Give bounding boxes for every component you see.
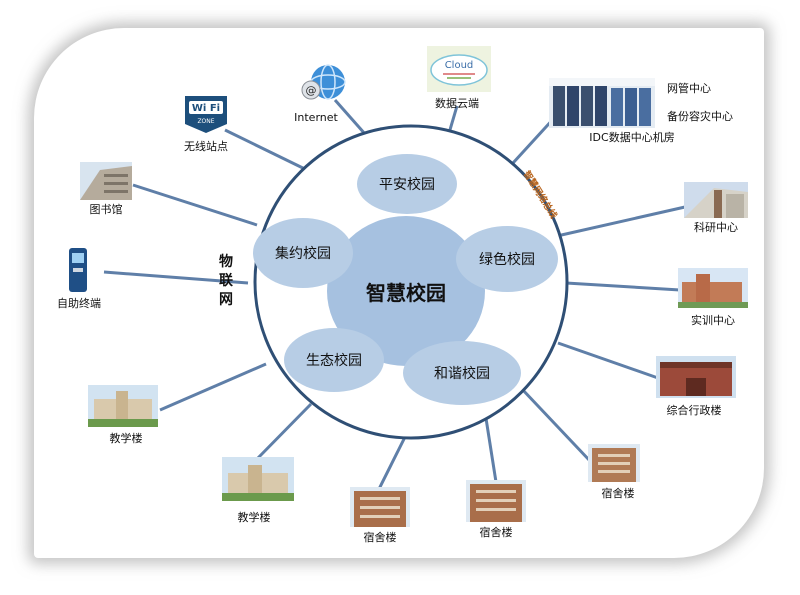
petal-label: 集约校园 [275, 246, 331, 262]
petal-green: 绿色校园 [456, 226, 558, 292]
spoke-admin [557, 341, 659, 380]
svg-text:@: @ [306, 84, 317, 97]
admin-label: 综合行政楼 [666, 404, 722, 417]
library-building-image [80, 162, 132, 200]
dorm-3-image [350, 487, 410, 527]
petal-label: 平安校园 [379, 177, 435, 193]
cloud-label: 数据云端 [435, 97, 479, 110]
backup-center-label: 备份容灾中心 [667, 110, 733, 123]
spoke-dorm-1 [519, 386, 593, 464]
terminal-label: 自助终端 [57, 297, 101, 310]
research-label: 科研中心 [694, 221, 738, 234]
internet-globe-icon: @ [298, 60, 348, 106]
petal-intensive: 集约校园 [253, 218, 353, 288]
research-building-image [684, 182, 748, 218]
dorm-2-label: 宿舍楼 [479, 526, 513, 539]
wifi-label: 无线站点 [184, 140, 228, 153]
teaching-2-image [222, 457, 294, 501]
spoke-teaching-1 [159, 362, 267, 412]
wifi-zone-icon: Wi Fi ZONE [183, 94, 229, 134]
cloud-logo-text: Cloud [445, 60, 474, 71]
library-label: 图书馆 [89, 203, 123, 216]
spoke-training [565, 281, 681, 292]
network-center-label: 网管中心 [667, 82, 711, 95]
center-label: 智慧校园 [366, 280, 446, 305]
internet-label: Internet [294, 111, 338, 124]
dorm-3-label: 宿舍楼 [363, 531, 397, 544]
spoke-idc [511, 114, 558, 165]
petal-label: 绿色校园 [479, 252, 535, 268]
petal-label: 和谐校园 [434, 366, 490, 382]
petal-safe: 平安校园 [357, 154, 457, 214]
svg-text:Wi Fi: Wi Fi [192, 103, 220, 114]
teaching-1-image [88, 385, 158, 427]
spoke-terminal [103, 270, 249, 285]
spoke-wifi [224, 128, 310, 173]
dorm-2-image [466, 480, 526, 522]
teaching-1-label: 教学楼 [109, 432, 143, 445]
petal-eco: 生态校园 [284, 328, 384, 392]
teaching-2-label: 教学楼 [237, 511, 271, 524]
spoke-teaching-2 [254, 402, 313, 462]
cloud-icon: Cloud [427, 46, 491, 92]
dorm-1-image [588, 444, 640, 482]
admin-building-image [656, 356, 736, 398]
idc-server-room-image [549, 78, 655, 128]
idc-label: IDC数据中心机房 [589, 131, 675, 144]
spoke-research [556, 205, 686, 238]
training-label: 实训中心 [691, 314, 735, 327]
terminal-kiosk-icon [65, 246, 91, 294]
petal-harmony: 和谐校园 [403, 341, 521, 405]
petal-label: 生态校园 [306, 353, 362, 369]
iot-label: 物联网 [219, 254, 233, 308]
spoke-dorm-2 [483, 411, 498, 483]
training-building-image [678, 268, 748, 308]
svg-text:ZONE: ZONE [197, 118, 214, 125]
dorm-1-label: 宿舍楼 [601, 487, 635, 500]
spoke-library [132, 183, 258, 227]
